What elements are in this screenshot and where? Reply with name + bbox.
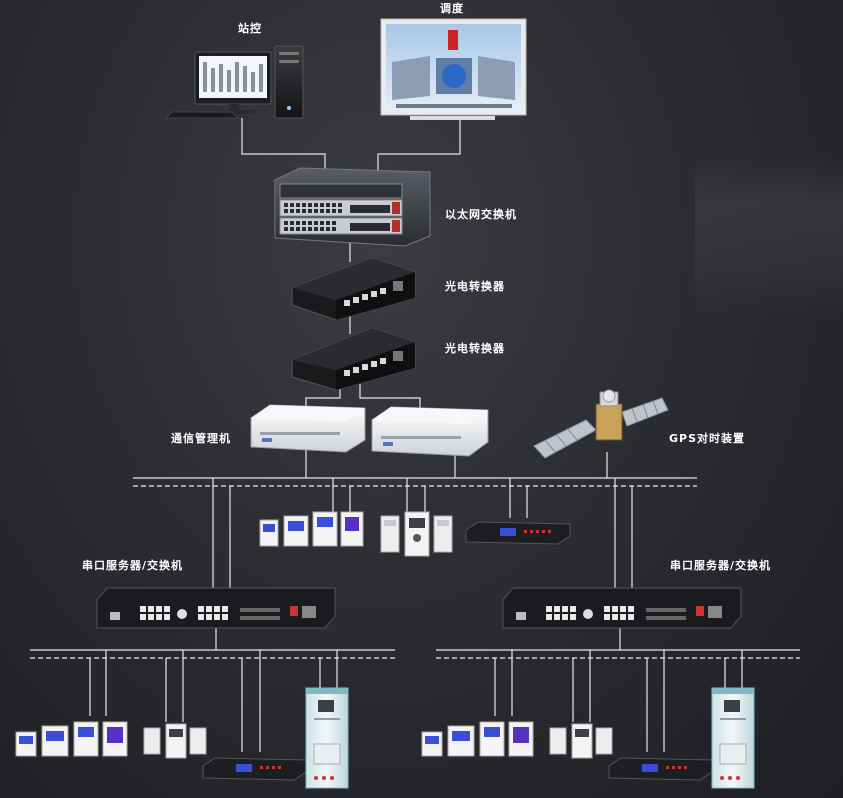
label-serial-server-right: 串口服务器/交换机 [670,559,772,572]
serial-server-icon [202,757,307,781]
gps-satellite-icon [533,389,669,459]
power-meter-icon [508,721,534,757]
power-meter-icon [259,519,279,547]
power-meter-icon [283,515,309,547]
connection-lines [30,118,800,752]
label-serial-server-left: 串口服务器/交换机 [82,559,184,572]
power-meter-icon [340,511,364,547]
link-dispatch-switch [377,118,461,170]
media-converter-icon [291,327,416,391]
protection-relay-icon [189,727,207,755]
protection-relay-icon [143,727,161,755]
workstation-computer-icon [164,45,304,119]
comm-manager-unit-icon [250,404,366,453]
background-glow [695,155,843,320]
serial-server-icon [465,521,571,545]
serial-server-icon [96,587,336,629]
power-meter-icon [15,731,37,757]
protection-relay-icon [571,723,593,759]
power-meter-icon [479,721,505,757]
label-comm-manager: 通信管理机 [171,432,231,445]
protection-relay-icon [433,515,453,553]
switchgear-cabinet-icon [305,687,349,789]
serial-server-icon [502,587,742,629]
power-meter-icon [421,731,443,757]
protection-relay-icon [595,727,613,755]
protection-relay-icon [165,723,187,759]
label-station-control: 站控 [238,22,262,35]
label-dispatch: 调度 [440,2,464,15]
power-meter-icon [312,511,338,547]
dispatch-monitor-icon [380,18,527,120]
power-meter-icon [41,725,69,757]
label-ethernet-switch: 以太网交换机 [445,208,517,221]
rack-switch-icon [274,167,431,247]
serial-server-icon [608,757,713,781]
link-workstation-switch [241,118,326,170]
protection-relay-icon [404,511,430,557]
label-gps-clock: GPS对时装置 [669,432,746,445]
label-optical-converter-2: 光电转换器 [445,342,505,355]
comm-manager-unit-icon [371,406,489,457]
media-converter-icon [291,257,416,321]
power-meter-icon [73,721,99,757]
switchgear-cabinet-icon [711,687,755,789]
link-converter2-comm [305,384,341,410]
protection-relay-icon [380,515,400,553]
label-optical-converter-1: 光电转换器 [445,280,505,293]
link-converter2-comm2 [359,384,421,410]
power-meter-icon [447,725,475,757]
protection-relay-icon [549,727,567,755]
power-meter-icon [102,721,128,757]
